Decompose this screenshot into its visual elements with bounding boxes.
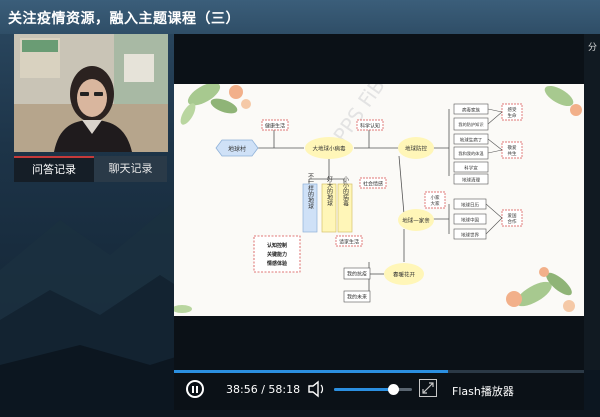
node-spring-blossom: 春暖花开 xyxy=(384,263,424,285)
svg-text:感受: 感受 xyxy=(508,106,517,113)
svg-text:情感体验: 情感体验 xyxy=(266,260,287,267)
svg-text:生命: 生命 xyxy=(508,112,517,119)
presenter-panel xyxy=(14,34,168,184)
svg-text:春暖花开: 春暖花开 xyxy=(393,271,416,279)
flower-decoration-top-left xyxy=(180,84,251,125)
svg-text:爱国: 爱国 xyxy=(508,212,517,219)
svg-text:请家生活: 请家生活 xyxy=(339,239,359,246)
webcam-image xyxy=(14,34,168,152)
svg-text:敬爱: 敬爱 xyxy=(508,144,517,151)
side-panel-edge-label: 分 xyxy=(588,43,598,53)
right-column-boxes: 病毒家族 我的防护知识 地球生病了 我和我的体温 科学宣 地球清理 地球日历 地… xyxy=(453,103,489,240)
svg-text:大家: 大家 xyxy=(431,200,440,207)
svg-text:科学宣: 科学宣 xyxy=(464,165,478,172)
svg-text:社会情感: 社会情感 xyxy=(363,181,383,188)
volume-slider[interactable] xyxy=(334,384,412,395)
tag-scientific-cognition: 科学认知 xyxy=(356,119,384,131)
volume-icon[interactable] xyxy=(307,380,327,398)
svg-text:不一样的地球: 不一样的地球 xyxy=(307,173,314,209)
tab-chat-record[interactable]: 聊天记录 xyxy=(94,156,167,182)
svg-text:大地球小病毒: 大地球小病毒 xyxy=(312,145,346,153)
svg-text:地球日历: 地球日历 xyxy=(461,202,479,209)
svg-text:我的未来: 我的未来 xyxy=(347,294,367,301)
flash-player-label: Flash播放器 xyxy=(452,385,514,398)
svg-text:地球防控: 地球防控 xyxy=(405,145,428,153)
vertical-box-big-earth: 好大的地球 xyxy=(321,175,337,233)
svg-text:地球世界: 地球世界 xyxy=(461,232,479,239)
node-earth-village: 地球村 xyxy=(215,139,259,157)
window-title: 关注疫情资源，融入主题课程（三） xyxy=(8,11,240,27)
node-earth-one-family: 地球一家亲 xyxy=(398,209,434,231)
volume-knob[interactable] xyxy=(388,384,400,395)
current-time: 38:56 xyxy=(226,383,258,396)
tag-home-life: 请家生活 xyxy=(335,235,363,247)
box-my-future: 我的未来 xyxy=(343,290,371,303)
tag-social-emotion: 社会情感 xyxy=(359,177,387,189)
flower-decoration-bottom-right xyxy=(506,267,575,312)
title-bar: 关注疫情资源，融入主题课程（三） xyxy=(0,0,600,34)
tab-chat-record-label: 聊天记录 xyxy=(108,162,153,175)
mind-map-diagram: PPS FiBI xyxy=(174,84,582,313)
svg-text:地球中国: 地球中国 xyxy=(461,217,479,224)
tab-qa-record[interactable]: 问答记录 xyxy=(14,156,94,182)
pause-button[interactable] xyxy=(186,380,204,398)
svg-text:健康生活: 健康生活 xyxy=(265,123,285,130)
svg-text:科学认知: 科学认知 xyxy=(360,123,380,130)
svg-text:病毒家族: 病毒家族 xyxy=(462,107,480,114)
vertical-box-different-earth: 不一样的地球 xyxy=(302,173,318,233)
slide-content: PPS FiBI xyxy=(174,84,584,316)
svg-text:认知控制: 认知控制 xyxy=(267,242,287,249)
tab-qa-record-label: 问答记录 xyxy=(32,163,76,176)
svg-text:地球生病了: 地球生病了 xyxy=(460,137,483,144)
svg-text:小小的病毒: 小小的病毒 xyxy=(342,175,349,207)
svg-text:地球一家亲: 地球一家亲 xyxy=(402,217,430,225)
flower-decoration-bottom-left xyxy=(174,305,192,313)
node-earth-prevention: 地球防控 xyxy=(398,137,434,159)
dashed-box-cognition: 认知控制 关键能力 情感体验 xyxy=(253,235,301,273)
fullscreen-button[interactable] xyxy=(419,379,437,397)
progress-fill xyxy=(174,370,448,373)
tag-healthy-life: 健康生活 xyxy=(261,119,289,131)
slide-watermark: PPS FiBI xyxy=(328,84,393,147)
time-display: 38:56 / 58:18 xyxy=(226,383,301,396)
volume-fill xyxy=(334,388,394,391)
svg-text:我的抗疫: 我的抗疫 xyxy=(347,271,367,278)
svg-text:我的防护知识: 我的防护知识 xyxy=(458,121,483,128)
vertical-box-small-virus: 小小的病毒 xyxy=(337,175,353,233)
presenter-webcam xyxy=(14,34,168,152)
svg-text:地球村: 地球村 xyxy=(228,145,246,153)
video-player[interactable]: PPS FiBI xyxy=(174,34,584,370)
flower-decoration-top-right xyxy=(544,85,582,116)
fullscreen-icon xyxy=(422,382,434,394)
player-controls: 38:56 / 58:18 Flash播放器 xyxy=(174,370,584,410)
svg-text:合作: 合作 xyxy=(508,218,517,225)
side-panel-edge xyxy=(584,34,600,370)
tag-small-family-big-family: 小家 大家 xyxy=(424,191,446,209)
progress-bar[interactable] xyxy=(174,370,584,373)
box-my-fight: 我的抗疫 xyxy=(343,267,371,280)
total-time: 58:18 xyxy=(268,383,301,396)
svg-text:共生: 共生 xyxy=(508,150,517,157)
svg-text:我和我的体温: 我和我的体温 xyxy=(458,150,484,157)
svg-text:关键能力: 关键能力 xyxy=(267,251,287,258)
side-connectors xyxy=(485,108,503,235)
node-big-earth-small-virus: 大地球小病毒 xyxy=(305,137,353,159)
svg-text:小家: 小家 xyxy=(431,194,440,201)
svg-text:地球清理: 地球清理 xyxy=(462,177,480,184)
side-tags: 感受 生命 敬爱 共生 爱国 合作 xyxy=(501,103,523,227)
svg-text:好大的地球: 好大的地球 xyxy=(326,175,333,206)
